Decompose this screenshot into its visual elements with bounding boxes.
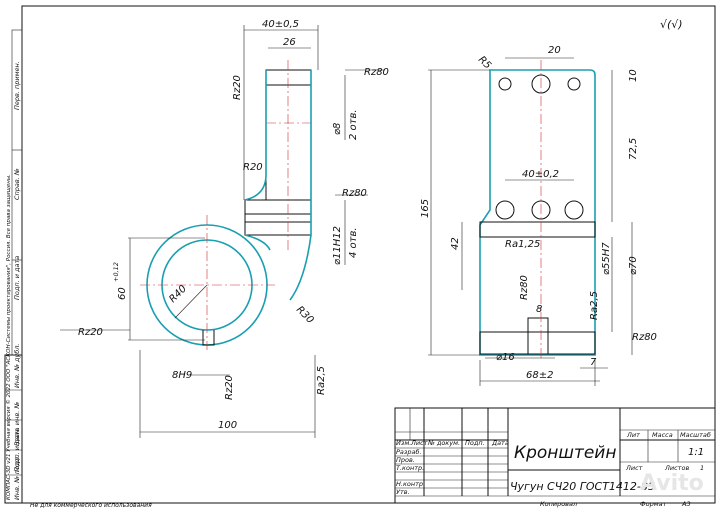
tb-scale: Масштаб bbox=[680, 431, 711, 439]
stamp-orig-inv: Инв. № подл. bbox=[13, 455, 21, 500]
rough-rz20-left: Rz20 bbox=[78, 327, 103, 338]
hole-top-3 bbox=[567, 77, 581, 91]
dim-8-slot: 8 bbox=[536, 304, 542, 315]
upper-lug-section bbox=[265, 69, 312, 201]
part-material: Чугун СЧ20 ГОСТ1412-85 bbox=[510, 480, 655, 493]
dim-4-holes: 4 отв. bbox=[348, 227, 359, 258]
dim-40: 40±0,5 bbox=[262, 19, 299, 30]
dim-68: 68±2 bbox=[526, 370, 553, 381]
dim-r20: R20 bbox=[243, 162, 263, 173]
dim-7: 7 bbox=[590, 357, 597, 368]
avito-watermark: Avito bbox=[640, 471, 704, 496]
dim-40-02: 40±0,2 bbox=[522, 169, 559, 180]
hole-top-1 bbox=[498, 77, 512, 91]
tb-col-sign: Подп. bbox=[465, 439, 485, 447]
svg-text:√(√): √(√) bbox=[660, 18, 683, 31]
tb-role-developer: Разраб. bbox=[396, 448, 422, 456]
rough-ra25-side: Ra2,5 bbox=[589, 291, 600, 320]
stamp-ref-no: Справ. № bbox=[13, 168, 21, 200]
tb-col-date: Дата bbox=[491, 439, 509, 447]
tb-col-sheet: Лист bbox=[410, 439, 428, 447]
stamp-dup-inv: Инв. № дубл. bbox=[13, 344, 21, 388]
dim-72-5: 72,5 bbox=[628, 138, 639, 160]
bore-section-bottom bbox=[479, 331, 596, 355]
dim-60: 60 bbox=[117, 287, 128, 300]
copied-label: Копировал bbox=[540, 500, 577, 508]
rough-rz20-top: Rz20 bbox=[232, 75, 243, 100]
rough-rz80-side: Rz80 bbox=[632, 332, 657, 343]
tb-lit: Лит bbox=[626, 431, 640, 439]
dim-d11: ⌀11Н12 bbox=[332, 226, 343, 265]
dim-20: 20 bbox=[548, 45, 561, 56]
footer-text: Не для коммерческого использования bbox=[30, 502, 152, 509]
title-block: Изм. Лист № докум. Подп. Дата Разраб. Пр… bbox=[394, 407, 716, 508]
dim-8h9: 8Н9 bbox=[172, 370, 192, 381]
tb-role-approved: Утв. bbox=[396, 488, 410, 496]
dim-42: 42 bbox=[450, 237, 461, 250]
front-view: 40±0,5 26 Rz80 Rz20 R20 ⌀8 2 отв. Rz80 ⌀… bbox=[60, 19, 389, 438]
rough-rz80-bore: Rz80 bbox=[519, 275, 530, 300]
tb-mass: Масса bbox=[652, 431, 673, 439]
tb-role-checker: Пров. bbox=[396, 456, 415, 464]
part-title: Кронштейн bbox=[514, 443, 616, 463]
dim-165: 165 bbox=[420, 199, 431, 218]
general-roughness-symbol: √(√) bbox=[660, 18, 683, 31]
hole-mid-1 bbox=[495, 200, 515, 220]
tb-col-doc: № докум. bbox=[427, 439, 460, 447]
tb-sheets: Листов bbox=[664, 464, 689, 472]
dim-10: 10 bbox=[628, 69, 639, 82]
tb-sheet: Лист bbox=[625, 464, 643, 472]
stamp-sign-date-1: Подп. и дата bbox=[13, 256, 21, 300]
dim-d70: ⌀70 bbox=[628, 256, 639, 275]
rough-rz20-bottom: Rz20 bbox=[224, 375, 235, 400]
stamp-repl-inv: Взам. инв. № bbox=[13, 402, 21, 446]
tb-role-tcontrol: Т.контр. bbox=[396, 464, 424, 472]
dim-r5: R5 bbox=[476, 54, 493, 71]
dim-r30: R30 bbox=[294, 304, 316, 326]
rough-rz80-top: Rz80 bbox=[364, 67, 389, 78]
dim-100: 100 bbox=[218, 420, 237, 431]
dim-2-holes: 2 отв. bbox=[348, 109, 359, 140]
rough-rz80-mid: Rz80 bbox=[342, 188, 367, 199]
tb-col-change: Изм. bbox=[396, 439, 411, 447]
format-value: А3 bbox=[681, 500, 691, 508]
tb-role-ncontrol: Н.контр. bbox=[396, 480, 425, 488]
dim-d55: ⌀55Н7 bbox=[601, 242, 612, 275]
dim-r40: R40 bbox=[167, 283, 189, 305]
dim-d8: ⌀8 bbox=[332, 123, 343, 135]
side-stamp: Перв. примен. Справ. № Подп. и дата Инв.… bbox=[4, 29, 23, 504]
rough-ra125: Ra1,25 bbox=[505, 239, 540, 250]
bore-section-top bbox=[479, 221, 596, 238]
tb-scale-value: 1:1 bbox=[688, 447, 704, 458]
stamp-first-use: Перв. примен. bbox=[13, 61, 21, 110]
dim-26: 26 bbox=[283, 37, 296, 48]
stamp-sign-date-2: Подп. и дата bbox=[13, 428, 21, 472]
format-label: Формат bbox=[640, 500, 667, 508]
hole-mid-3 bbox=[564, 200, 584, 220]
dim-60-tolerance: +0,12 bbox=[112, 262, 120, 282]
license-text: КОМПАС-3D v21 Учебная версия © 2022 ООО … bbox=[5, 174, 12, 500]
lower-lug-section bbox=[244, 199, 312, 236]
dim-d16: ⌀16 bbox=[496, 352, 515, 363]
tb-sheets-value: 1 bbox=[700, 464, 704, 472]
side-view: R5 20 10 72,5 165 40±0,2 42 Ra1,25 ⌀55Н7… bbox=[420, 45, 657, 386]
rough-ra25: Ra2,5 bbox=[316, 366, 327, 395]
